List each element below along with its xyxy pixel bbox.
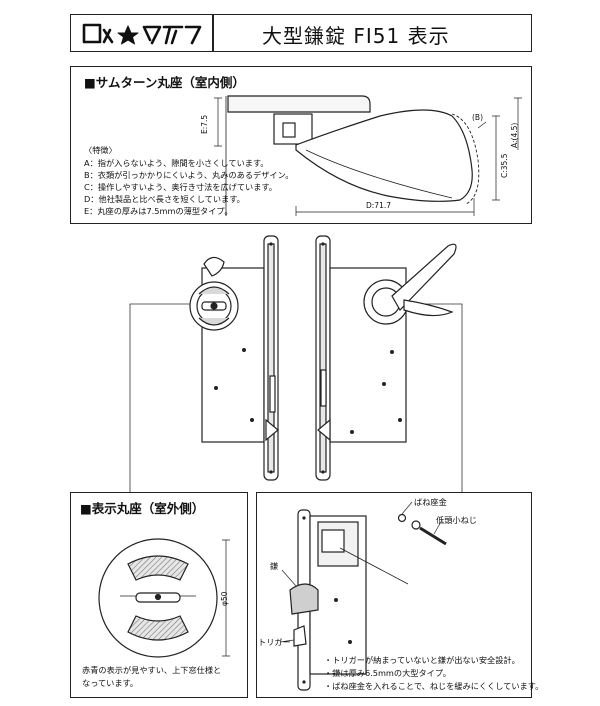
page-title: 大型鎌錠 FI51 表示 (262, 24, 450, 48)
dim-a: A:(4.5) (510, 122, 519, 148)
indicator-caption: 赤青の表示が見やすい、上下窓仕様と なっています。 (82, 665, 222, 688)
dim-d: D:71.7 (366, 201, 392, 210)
mechanism-section-frame (256, 492, 532, 698)
thumbturn-section-frame (70, 66, 532, 224)
feature-e: E：丸座の厚みは7.5mmの薄型タイプ。 (84, 206, 233, 216)
mechanism-note-3: ・ばね座金を入れることで、ねじを緩みにくくしています。 (324, 681, 544, 691)
label-spring-washer: ばね座金 (414, 497, 447, 507)
dim-e: E:7.5 (200, 114, 209, 134)
mechanism-note-1: ・トリガーが納まっていないと鎌が出ない安全設計。 (324, 655, 520, 665)
label-trigger: トリガー (258, 637, 291, 647)
dim-c: C:35.5 (500, 153, 509, 178)
mechanism-note-2: ・鎌は厚み6.5mmの大型タイプ。 (324, 668, 451, 678)
label-hook: 鎌 (270, 561, 279, 571)
feature-a: A：指が入らないよう、隙間を小さくしています。 (84, 158, 269, 168)
feature-c: C：操作しやすいよう、奥行き寸法を広げています。 (84, 182, 277, 192)
feature-d: D：他社製品と比べ長さを短くしています。 (84, 194, 245, 204)
label-low-head-screw: 低頭小ねじ (436, 515, 477, 525)
header-frame (70, 14, 532, 52)
features-heading: 〈特徴〉 (84, 145, 117, 155)
indicator-section-title: ■表示丸座（室外側） (80, 501, 205, 516)
thumbturn-section-title: ■サムターン丸座（室内側） (84, 75, 245, 90)
feature-b: B：衣類が引っかかりにくいよう、丸みのあるデザイン。 (84, 170, 294, 180)
dim-diameter: φ50 (220, 591, 229, 607)
header-divider (212, 14, 214, 52)
indicator-section-frame (70, 492, 248, 698)
dim-b: (B) (472, 113, 483, 122)
